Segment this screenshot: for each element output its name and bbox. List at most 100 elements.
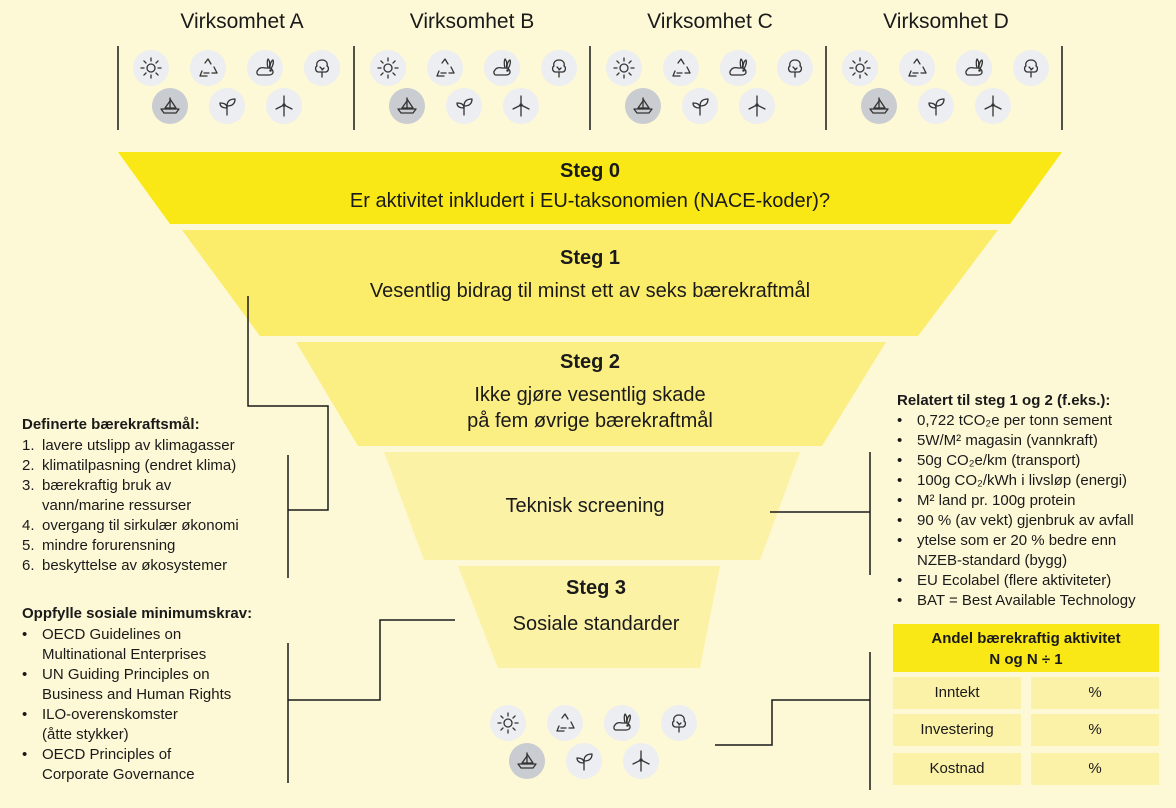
list-bullet: • <box>897 572 903 589</box>
list-item: • 5W/M² magasin (vannkraft) <box>897 431 1173 451</box>
rabbit-icon <box>484 50 520 86</box>
social-list: • OECD Guidelines on Multinational Enterp… <box>22 625 292 785</box>
share-table-formula: N og N ÷ 1 <box>989 651 1063 668</box>
list-bullet: • <box>897 532 903 549</box>
list-item-text: 90 % (av vekt) gjenbruk av avfall <box>917 512 1134 529</box>
rabbit-icon <box>720 50 756 86</box>
list-item: • ILO-overenskomster (åtte stykker) <box>22 705 292 745</box>
rabbit-icon <box>247 50 283 86</box>
list-item: •0,722 tCO₂e per tonn sement <box>897 411 1173 431</box>
funnel-step1 <box>182 230 998 336</box>
step3-text: Sosiale standarder <box>512 613 680 635</box>
company-a-label: Virksomhet A <box>180 10 304 33</box>
share-row-label-revenue: Inntekt <box>893 677 1021 709</box>
list-item: • BAT = Best Available Technology <box>897 591 1173 611</box>
list-item: 6. beskyttelse av økosystemer <box>22 556 292 576</box>
share-row-value-cost: % <box>1031 753 1159 785</box>
funnel-step0 <box>118 152 1062 224</box>
goals-section: Definerte bærekraftsmål: 1.lavere utslip… <box>22 416 292 576</box>
list-item: •OECD Guidelines on Multinational Enterp… <box>22 625 292 665</box>
list-bullet: • <box>897 432 903 449</box>
list-bullet: • <box>897 592 903 609</box>
list-item-text: 5W/M² magasin (vannkraft) <box>917 432 1098 449</box>
list-item: •EU Ecolabel (flere aktiviteter) <box>897 571 1173 591</box>
list-bullet: 4. <box>22 517 35 534</box>
wind-turbine-icon <box>975 88 1011 124</box>
rabbit-icon <box>956 50 992 86</box>
step3-block: Steg 3 Sosiale standarder <box>296 577 896 636</box>
list-item-text: ytelse som er 20 % bedre enn <box>917 532 1117 549</box>
share-row-label-investment: Investering <box>893 714 1021 746</box>
step0-text: Er aktivitet inkludert i EU-taksonomien … <box>349 190 831 212</box>
social-section: Oppfylle sosiale minimumskrav: •OECD Gui… <box>22 605 292 785</box>
wind-turbine-icon <box>503 88 539 124</box>
step2-text-line2: på fem øvrige bærekraftmål <box>467 410 713 432</box>
boat-icon <box>152 88 188 124</box>
recycle-icon <box>663 50 699 86</box>
list-item-text: 50g CO₂e/km (transport) <box>917 452 1081 469</box>
recycle-icon <box>427 50 463 86</box>
list-item-text: overgang til sirkulær økonomi <box>42 517 239 534</box>
sprout-icon <box>209 88 245 124</box>
recycle-icon <box>899 50 935 86</box>
related-heading: Relatert til steg 1 og 2 (f.eks.): <box>897 392 1111 409</box>
list-item: 5.mindre forurensning <box>22 536 292 556</box>
list-item-text-cont: Business and Human Rights <box>42 686 232 703</box>
list-bullet: 6. <box>22 557 35 574</box>
list-bullet: • <box>897 492 903 509</box>
list-bullet: • <box>897 452 903 469</box>
list-item: 2.klimatilpasning (endret klima) <box>22 456 292 476</box>
rabbit-icon <box>604 705 640 741</box>
sprout-icon <box>918 88 954 124</box>
share-table-title: Andel bærekraftig aktivitet <box>931 630 1121 647</box>
sprout-icon <box>682 88 718 124</box>
connector-lines <box>117 46 1063 790</box>
list-bullet: 3. <box>22 477 35 494</box>
step0-block: Steg 0 Er aktivitet inkludert i EU-takso… <box>290 160 890 213</box>
sun-icon <box>490 705 526 741</box>
list-item-text: bærekraftig bruk av <box>42 477 172 494</box>
list-item-text: M² land pr. 100g protein <box>917 492 1076 509</box>
share-row-label-cost: Kostnad <box>893 753 1021 785</box>
list-item-text: BAT = Best Available Technology <box>917 592 1136 609</box>
list-bullet: • <box>22 706 28 723</box>
list-bullet: • <box>897 512 903 529</box>
tree-icon <box>304 50 340 86</box>
step2-text-line1: Ikke gjøre vesentlig skade <box>474 384 706 406</box>
share-table-header: Andel bærekraftig aktivitet N og N ÷ 1 <box>893 624 1159 672</box>
company-c-label: Virksomhet C <box>647 10 773 33</box>
boat-icon <box>389 88 425 124</box>
list-item: •100g CO₂/kWh i livsløp (energi) <box>897 471 1173 491</box>
list-bullet: 5. <box>22 537 35 554</box>
sun-icon <box>842 50 878 86</box>
list-item-text: ILO-overenskomster <box>42 706 178 723</box>
list-item-text: klimatilpasning (endret klima) <box>42 457 237 474</box>
tree-icon <box>541 50 577 86</box>
related-list: •0,722 tCO₂e per tonn sement•5W/M² magas… <box>897 411 1173 611</box>
boat-icon <box>625 88 661 124</box>
list-item-text-cont: Multinational Enterprises <box>42 646 207 663</box>
list-item-text: beskyttelse av økosystemer <box>42 557 228 574</box>
list-item: • M² land pr. 100g protein <box>897 491 1173 511</box>
list-item-text-cont: (åtte stykker) <box>42 726 129 743</box>
sprout-icon <box>446 88 482 124</box>
related-section: Relatert til steg 1 og 2 (f.eks.): •0,72… <box>897 392 1173 611</box>
list-item-text-cont: vann/marine ressurser <box>42 497 192 514</box>
step0-title: Steg 0 <box>559 160 621 182</box>
list-item-text: OECD Guidelines on <box>42 626 182 643</box>
wind-turbine-icon <box>266 88 302 124</box>
list-item: 1.lavere utslipp av klimagasser <box>22 436 292 456</box>
sun-icon <box>370 50 406 86</box>
list-item: • 50g CO₂e/km (transport) <box>897 451 1173 471</box>
share-row-value-investment: % <box>1031 714 1159 746</box>
step1-text: Vesentlig bidrag til minst ett av seks b… <box>369 280 811 302</box>
recycle-icon <box>190 50 226 86</box>
step1-title: Steg 1 <box>559 247 621 269</box>
list-item-text-cont: Corporate Governance <box>42 766 195 783</box>
list-bullet: • <box>22 666 28 683</box>
list-item: 4. overgang til sirkulær økonomi <box>22 516 292 536</box>
list-item: • 90 % (av vekt) gjenbruk av avfall <box>897 511 1173 531</box>
sun-icon <box>133 50 169 86</box>
